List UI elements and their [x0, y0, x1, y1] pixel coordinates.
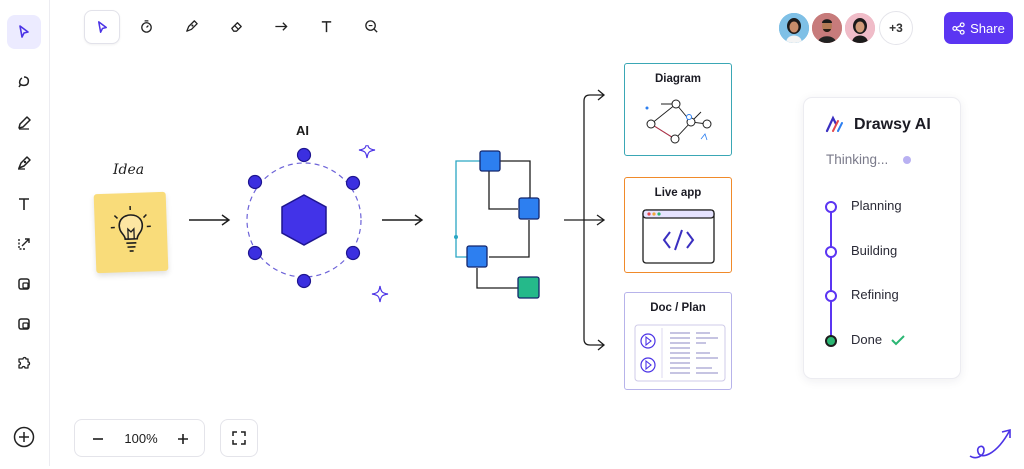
- step-dot-refining: [825, 290, 837, 302]
- person-avatar-icon: [779, 13, 809, 43]
- rail-frame-tool[interactable]: [7, 307, 41, 341]
- step-dot-done: [825, 335, 837, 347]
- idea-sticky-note[interactable]: [93, 191, 169, 274]
- rail-plugins-tool[interactable]: [7, 346, 41, 380]
- ai-status-text: Thinking...: [826, 152, 889, 167]
- network-diagram-icon: [645, 99, 712, 144]
- more-collaborators-badge[interactable]: +3: [879, 11, 913, 45]
- fit-screen-button[interactable]: [220, 419, 258, 457]
- sticky-note-icon: [18, 278, 30, 290]
- flow-tree-graphic: [454, 150, 540, 299]
- ai-label: AI: [296, 123, 309, 138]
- zoom-level: 100%: [124, 431, 158, 446]
- timer-icon: [140, 19, 152, 33]
- arrow-ai-to-flow: [382, 214, 424, 226]
- ai-orbit-graphic: [246, 145, 389, 303]
- diagram-card[interactable]: Diagram: [624, 63, 732, 156]
- doc-plan-card[interactable]: Doc / Plan: [624, 292, 732, 390]
- progress-line: [830, 206, 832, 340]
- share-label: Share: [970, 20, 1005, 36]
- cursor-icon: [97, 20, 107, 33]
- tool-eraser[interactable]: [219, 10, 253, 42]
- person-avatar-icon: [845, 13, 875, 43]
- lasso-icon: [18, 76, 30, 88]
- search-icon: [364, 19, 378, 33]
- collaborator-avatar-3[interactable]: [843, 11, 877, 45]
- lightbulb-icon: [110, 205, 151, 252]
- diagram-card-title: Diagram: [654, 73, 702, 85]
- rail-sticky-tool[interactable]: [7, 267, 41, 301]
- step-dot-planning: [825, 201, 837, 213]
- puzzle-icon: [18, 356, 31, 369]
- branch-arrows: [564, 89, 606, 351]
- doc-plan-card-title: Doc / Plan: [650, 302, 706, 314]
- drawsy-logo-icon: [825, 115, 843, 133]
- eraser-icon: [230, 21, 242, 32]
- step-label-building: Building: [851, 243, 898, 258]
- rail-connector-tool[interactable]: [7, 227, 41, 261]
- ai-panel-title: Drawsy AI: [854, 116, 931, 133]
- idea-label: Idea: [113, 162, 145, 178]
- thinking-dot: [903, 156, 911, 164]
- step-label-done: Done: [851, 332, 883, 347]
- text-icon: [321, 20, 331, 32]
- live-app-card[interactable]: Live app: [624, 177, 732, 273]
- fullscreen-icon: [232, 431, 246, 445]
- tool-zoom-search[interactable]: [354, 10, 388, 42]
- tool-pen[interactable]: [174, 10, 208, 42]
- step-label-refining: Refining: [851, 287, 899, 302]
- pen-nib-icon: [185, 19, 198, 32]
- share-icon: [952, 21, 965, 35]
- rail-select-tool[interactable]: [7, 15, 41, 49]
- connector-icon: [18, 238, 30, 250]
- tool-lasso[interactable]: [129, 10, 163, 42]
- rail-shapes-tool[interactable]: [7, 65, 41, 99]
- code-window-icon: [642, 209, 715, 264]
- zoom-out-button[interactable]: [91, 432, 105, 446]
- ai-assistant-panel: Drawsy AI Thinking... Planning Building …: [803, 97, 961, 379]
- tool-select[interactable]: [84, 10, 120, 44]
- cursor-icon: [19, 25, 29, 38]
- collaborator-avatar-1[interactable]: [777, 11, 811, 45]
- collaborator-avatar-2[interactable]: [810, 11, 844, 45]
- zoom-in-button[interactable]: [176, 432, 190, 446]
- pen-icon: [18, 156, 31, 170]
- step-dot-building: [825, 246, 837, 258]
- tool-text[interactable]: [309, 10, 343, 42]
- arrow-right-icon: [275, 21, 288, 31]
- arrow-idea-to-ai: [189, 214, 231, 226]
- text-icon: [19, 198, 29, 210]
- left-toolbar: [0, 0, 50, 466]
- tool-arrow[interactable]: [264, 10, 298, 42]
- plus-circle-icon: [13, 426, 35, 448]
- squiggle-arrow-icon: [969, 428, 1011, 459]
- rail-pencil-tool[interactable]: [7, 106, 41, 140]
- step-label-planning: Planning: [851, 198, 902, 213]
- rail-marker-tool[interactable]: [7, 146, 41, 180]
- checkmark-icon: [891, 335, 905, 346]
- document-plan-icon: [634, 324, 726, 382]
- person-avatar-icon: [812, 13, 842, 43]
- zoom-control: 100%: [74, 419, 205, 457]
- rail-text-tool[interactable]: [7, 187, 41, 221]
- rail-add-button[interactable]: [7, 420, 41, 454]
- pencil-icon: [18, 116, 31, 130]
- share-button[interactable]: Share: [944, 12, 1013, 44]
- live-app-card-title: Live app: [654, 187, 702, 199]
- frame-icon: [18, 318, 30, 330]
